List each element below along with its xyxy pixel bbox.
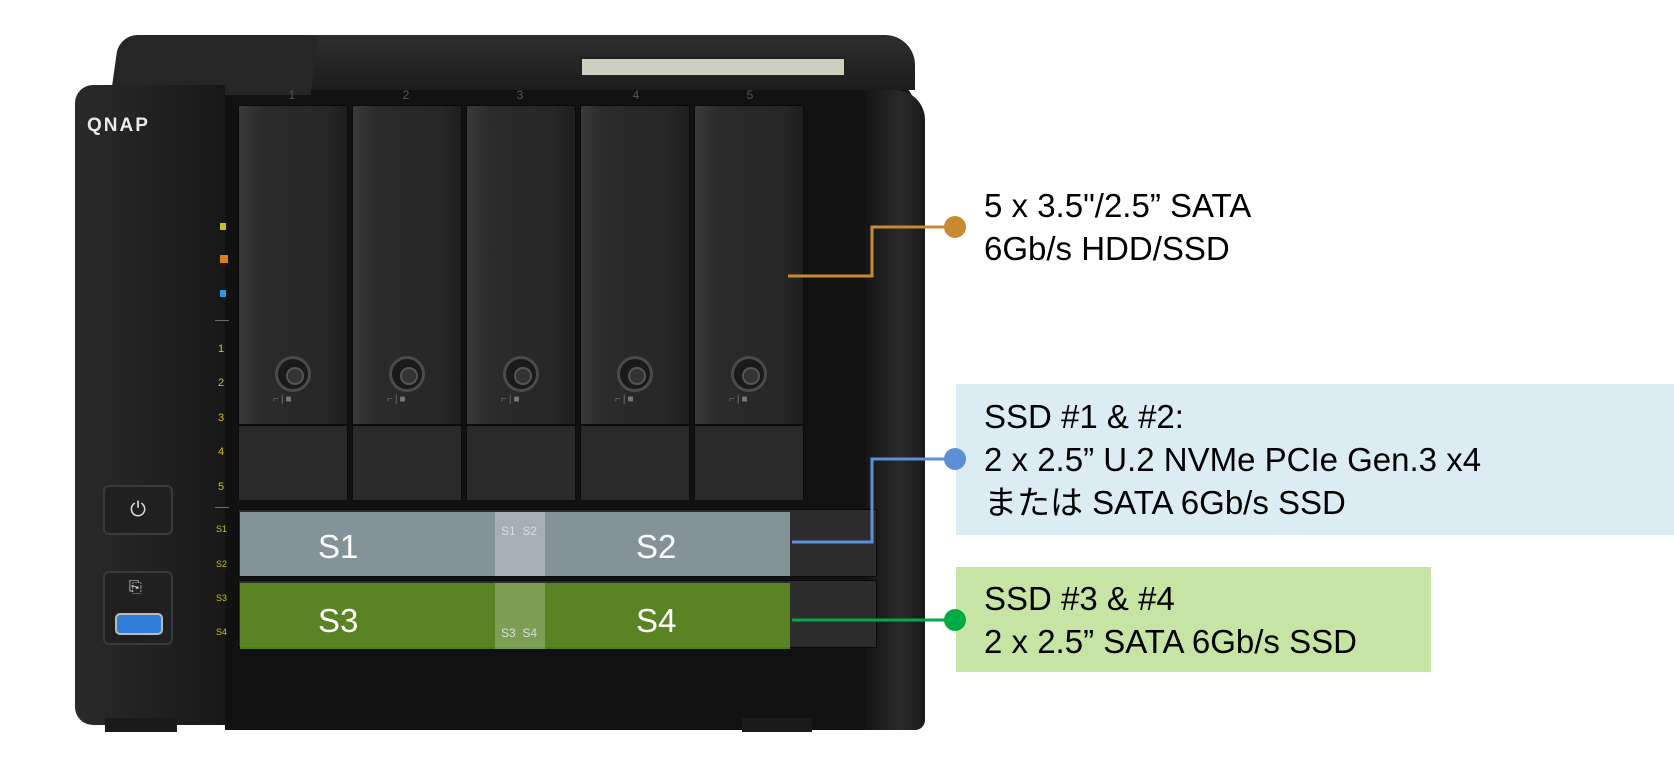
hdd-leader-line: [788, 225, 950, 278]
bay-number-4: 4: [632, 88, 640, 102]
slot-label-s4: S4: [636, 602, 677, 639]
led-slot-s1: S1: [216, 524, 228, 534]
hdd-bay-5[interactable]: ⌐|■: [694, 105, 804, 500]
usb-copy-icon: ⎘: [129, 579, 142, 596]
ssd12-callout-line3: または SATA 6Gb/s SSD: [984, 484, 1346, 521]
ssd12-leader-dot: [944, 448, 966, 470]
led-slot-s4: S4: [216, 627, 228, 637]
led-divider: [215, 507, 229, 508]
nas-device: QNAP 1 2 3 4 5 S1 S2 S3 S4 ⏻ ⎘ 1 2 3 4 5…: [75, 35, 925, 735]
bay-number-3: 3: [516, 88, 524, 102]
network-led-icon: [220, 255, 228, 263]
bay-number-2: 2: [402, 88, 410, 102]
slot-label-s1: S1: [318, 528, 359, 565]
power-icon: ⏻: [130, 499, 146, 521]
ssd34-leader-dot: [944, 609, 966, 631]
lock-core: [286, 367, 304, 385]
model-label-strip: [580, 57, 846, 77]
ssd12-callout-box: [956, 384, 1674, 535]
led-slot-s2: S2: [216, 559, 228, 569]
lock-mark: ⌐|■: [501, 394, 522, 405]
led-slot-s3: S3: [216, 593, 228, 603]
led-bay-5: 5: [218, 481, 225, 493]
lock-core: [628, 367, 646, 385]
hdd-bay-4[interactable]: ⌐|■: [580, 105, 690, 500]
qnap-logo: QNAP: [87, 115, 150, 136]
ssd34-callout-box: [956, 567, 1431, 672]
slot-label-s2: S2: [636, 528, 677, 565]
ssd12-callout-line2: 2 x 2.5” U.2 NVMe PCIe Gen.3 x4: [984, 441, 1482, 478]
ssd12-callout-line1: SSD #1 & #2:: [984, 398, 1184, 435]
mini-label-bottom: S3 S4: [501, 626, 538, 640]
bay-handle: [353, 424, 461, 500]
power-button[interactable]: ⏻: [103, 485, 173, 535]
ssd34-callout: SSD #3 & #4 2 x 2.5” SATA 6Gb/s SSD: [984, 577, 1357, 663]
ssd34-overlay: [240, 583, 790, 649]
bay-number-1: 1: [288, 88, 296, 102]
mini-label-top: S1 S2: [501, 524, 538, 538]
lock-mark: ⌐|■: [387, 394, 408, 405]
hdd-bay-1[interactable]: ⌐|■: [238, 105, 348, 500]
ssd12-leader-line: [792, 457, 950, 544]
ssd-mid-divider-top: [495, 512, 545, 576]
hdd-callout-line1: 5 x 3.5"/2.5” SATA: [984, 187, 1252, 224]
lock-core: [514, 367, 532, 385]
led-divider: [215, 320, 229, 321]
hdd-bay-3[interactable]: ⌐|■: [466, 105, 576, 500]
bay-number-5: 5: [746, 88, 754, 102]
bay-handle: [239, 424, 347, 500]
lock-mark: ⌐|■: [273, 394, 294, 405]
lock-core: [400, 367, 418, 385]
lock-icon[interactable]: [389, 356, 425, 392]
lock-mark: ⌐|■: [729, 394, 750, 405]
nas-foot-right: [742, 718, 812, 732]
slot-label-s3: S3: [318, 602, 359, 639]
status-led-icon: [220, 223, 226, 230]
ssd12-callout: SSD #1 & #2: 2 x 2.5” U.2 NVMe PCIe Gen.…: [984, 395, 1481, 524]
usb-copy-button[interactable]: ⎘: [103, 571, 173, 645]
bay-handle: [581, 424, 689, 500]
lock-core: [742, 367, 760, 385]
led-bay-4: 4: [218, 446, 225, 458]
hdd-callout-line2: 6Gb/s HDD/SSD: [984, 230, 1230, 267]
lock-mark: ⌐|■: [615, 394, 636, 405]
nas-foot-left: [105, 718, 177, 732]
ssd34-callout-line1: SSD #3 & #4: [984, 580, 1175, 617]
ssd12-overlay: [240, 512, 790, 576]
bay-handle: [695, 424, 803, 500]
lock-icon[interactable]: [275, 356, 311, 392]
hdd-leader-dot: [944, 216, 966, 238]
lock-icon[interactable]: [731, 356, 767, 392]
usb-led-icon: [220, 290, 226, 297]
led-bay-3: 3: [218, 412, 225, 424]
led-bay-2: 2: [218, 377, 225, 389]
lock-icon[interactable]: [503, 356, 539, 392]
led-bay-1: 1: [218, 343, 225, 355]
ssd34-callout-line2: 2 x 2.5” SATA 6Gb/s SSD: [984, 623, 1357, 660]
usb-port-icon[interactable]: [115, 613, 163, 635]
bay-handle: [467, 424, 575, 500]
hdd-callout: 5 x 3.5"/2.5” SATA 6Gb/s HDD/SSD: [984, 184, 1251, 270]
ssd-mid-divider-bottom: [495, 583, 545, 649]
hdd-bay-2[interactable]: ⌐|■: [352, 105, 462, 500]
lock-icon[interactable]: [617, 356, 653, 392]
